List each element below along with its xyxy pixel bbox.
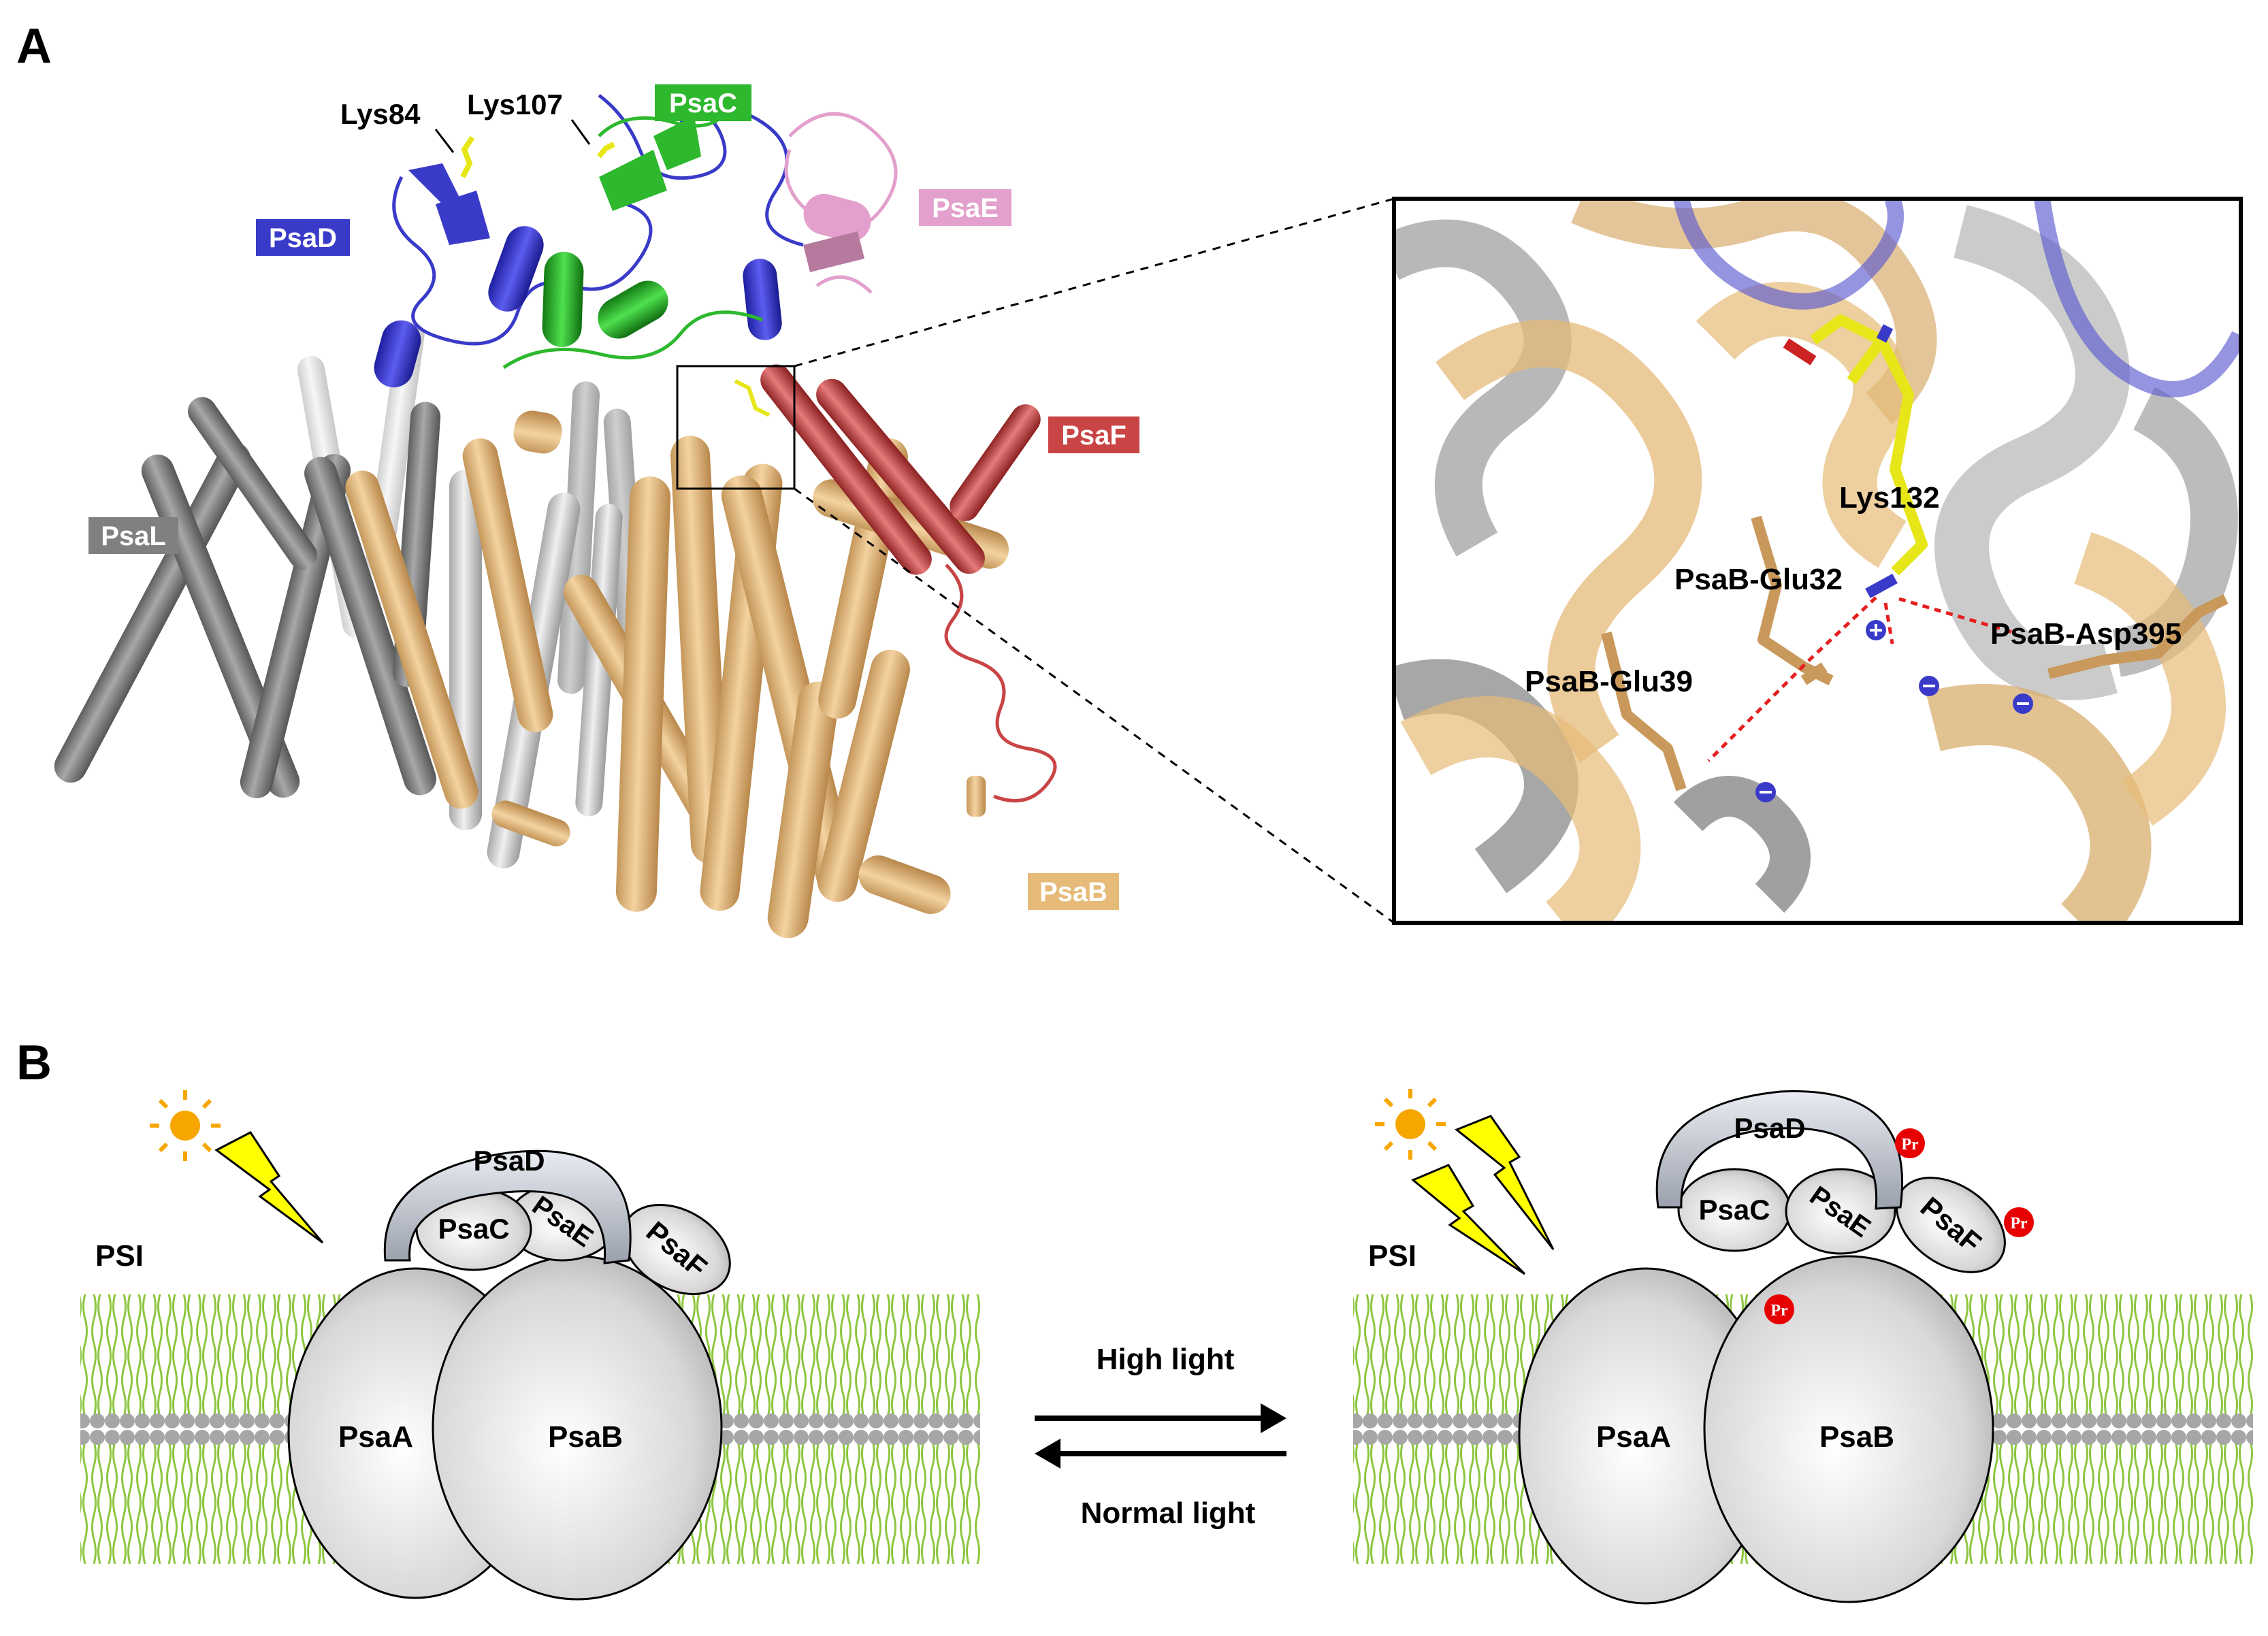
panel-a-letter: A xyxy=(16,19,52,73)
psaa-label-left: PsaA xyxy=(338,1420,413,1454)
psad-label-left: PsaD xyxy=(473,1145,545,1177)
pr-badge-psab: Pr xyxy=(1764,1294,1794,1324)
psab-subunit-right xyxy=(1703,1255,1994,1603)
transition-arrows: High light Normal light xyxy=(1035,1343,1286,1530)
label-lys132: Lys132 xyxy=(1839,481,1940,514)
psi-label-right: PSI xyxy=(1368,1239,1416,1273)
zoom-connector-bottom xyxy=(794,487,1395,924)
lys132-small xyxy=(734,379,771,417)
sun-icon xyxy=(1375,1089,1446,1160)
zoom-inset-border xyxy=(1392,197,2243,925)
svg-text:PsaD: PsaD xyxy=(269,223,337,253)
psi-label-left: PSI xyxy=(95,1239,144,1273)
psad-subunit-left xyxy=(383,1149,632,1264)
panel-b-letter: B xyxy=(16,1036,52,1090)
svg-text:Pr: Pr xyxy=(2010,1215,2028,1232)
lightning-bolt-icon xyxy=(214,1131,324,1244)
badge-psaf: PsaF xyxy=(1048,416,1139,453)
svg-text:Pr: Pr xyxy=(1770,1302,1788,1320)
psab-label-right: PsaB xyxy=(1819,1420,1894,1454)
lys84-arrow xyxy=(434,129,455,153)
psad-subunit-right xyxy=(1655,1090,1904,1210)
label-lys84: Lys84 xyxy=(340,98,421,130)
schematic-normal-light: PSI PsaF PsaA PsaB PsaE PsaC PsaD xyxy=(80,1090,980,1601)
arrow-label-high-light: High light xyxy=(1097,1343,1235,1376)
minus-charge-glu39 xyxy=(1755,782,1776,802)
psac-label-left: PsaC xyxy=(438,1213,509,1245)
svg-text:PsaB: PsaB xyxy=(1039,877,1107,907)
lys107-sidechain xyxy=(596,142,615,159)
label-lys107: Lys107 xyxy=(467,88,563,120)
badge-psac: PsaC xyxy=(655,84,751,121)
label-glu39: PsaB-Glu39 xyxy=(1525,665,1693,698)
zoom-inset: Lys132 PsaB-Glu32 PsaB-Asp395 PsaB-Glu39 xyxy=(1392,197,2243,925)
lys107-arrow xyxy=(570,119,591,145)
badge-psae: PsaE xyxy=(919,189,1011,226)
badge-psab: PsaB xyxy=(1028,873,1119,910)
psae-subunit-right xyxy=(1785,1168,1896,1255)
lys84-sidechain xyxy=(460,135,475,178)
forward-arrowhead xyxy=(1261,1403,1286,1433)
psaf-helices xyxy=(760,364,1057,803)
psac-label-right: PsaC xyxy=(1698,1194,1770,1226)
label-glu32: PsaB-Glu32 xyxy=(1674,563,1843,596)
lightning-bolt-icon xyxy=(1411,1164,1526,1275)
minus-charge-glu32 xyxy=(1919,676,1939,696)
badge-psad: PsaD xyxy=(256,219,350,256)
badge-psal: PsaL xyxy=(88,517,178,554)
minus-charge-asp395 xyxy=(2013,693,2033,714)
reverse-arrowhead xyxy=(1035,1439,1060,1469)
protein-structure xyxy=(54,94,1057,938)
lightning-bolt-icon xyxy=(1455,1115,1555,1250)
label-asp395: PsaB-Asp395 xyxy=(1990,617,2182,651)
svg-text:PsaC: PsaC xyxy=(669,88,737,118)
plus-charge xyxy=(1866,620,1886,640)
psad-chain xyxy=(374,94,804,388)
psad-label-right: PsaD xyxy=(1734,1112,1805,1144)
svg-text:Pr: Pr xyxy=(1901,1136,1919,1154)
svg-text:PsaE: PsaE xyxy=(932,193,999,223)
zoom-region-box xyxy=(676,365,796,490)
svg-text:PsaF: PsaF xyxy=(1061,421,1127,451)
psab-label-left: PsaB xyxy=(548,1420,623,1454)
pr-badge-psad: Pr xyxy=(1895,1128,1925,1158)
svg-text:PsaL: PsaL xyxy=(101,521,166,551)
psae-chain xyxy=(784,112,898,294)
pr-badge-psaf: Pr xyxy=(2004,1207,2034,1237)
psaa-label-right: PsaA xyxy=(1596,1420,1671,1454)
schematic-high-light: PSI PsaF PsaA PsaB PsaC PsaE PsaD Pr Pr … xyxy=(1353,1089,2253,1605)
zoom-connector-top xyxy=(794,197,1395,367)
arrow-label-normal-light: Normal light xyxy=(1081,1496,1256,1530)
sun-icon xyxy=(150,1090,221,1161)
